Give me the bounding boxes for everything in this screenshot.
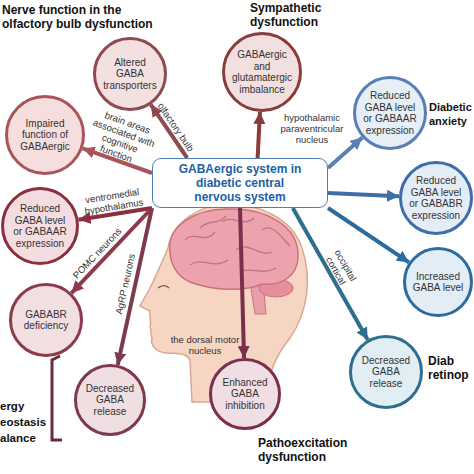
- topic-circle: Impaired function of GABAergic: [5, 95, 85, 175]
- box-title: GABAergic system in diabetic central ner…: [173, 162, 307, 204]
- circle-text: GABAergic and glutamatergic imbalance: [230, 49, 294, 95]
- connector-arrow: [293, 208, 368, 340]
- topic-circle: Decreased GABA release: [74, 364, 146, 436]
- topic-circle: Decreased GABA releaseDiab retinop: [349, 335, 423, 409]
- group-heading: Sympathetic dysfunction: [250, 1, 345, 29]
- node-body: GABABR deficiency: [9, 283, 83, 357]
- node-body: GABAergic and glutamatergic imbalance: [222, 32, 302, 112]
- topic-circle: Enhanced GABA inhibitionPathoexcitation …: [209, 358, 281, 430]
- circle-text: Decreased GABA release: [81, 383, 139, 418]
- circle-shape: [95, 39, 166, 110]
- circle-text: Reduced GABA level or GABABR expression: [407, 175, 466, 221]
- circle-text: Decreased GABA release: [357, 355, 416, 390]
- connector-arrow: [328, 193, 399, 196]
- gyrus: [200, 216, 226, 228]
- circle-shape: [224, 34, 301, 111]
- circle-shape: [401, 163, 472, 234]
- connector-arrow: [258, 112, 260, 158]
- eye: [158, 286, 169, 288]
- node-body: Decreased GABA release: [74, 364, 146, 436]
- gyrus: [185, 232, 215, 240]
- topic-circle: Reduced GABA level or GABABR expression: [399, 161, 473, 235]
- gyrus: [190, 260, 228, 265]
- circle-text: Altered GABA transporters: [101, 57, 160, 92]
- circle-shape: [405, 249, 472, 316]
- node-body: Enhanced GABA inhibition: [209, 358, 281, 430]
- connector-arrow: [328, 138, 362, 168]
- circle-text: Increased GABA level: [410, 271, 466, 294]
- circle-text: Reduced GABA level or GABAAR expression: [361, 90, 420, 136]
- group-heading: Nerve function in the olfactory bulb dys…: [2, 3, 162, 31]
- circle-shape: [11, 285, 82, 356]
- group-heading: Pathoexcitation dysfunction: [258, 436, 368, 464]
- circle-text: Enhanced GABA inhibition: [216, 377, 274, 412]
- connector-arrow: [240, 208, 244, 358]
- edge-label: brain areas associated with cognitive fu…: [81, 105, 164, 171]
- node-body: Impaired function of GABAergic: [5, 95, 85, 175]
- gyrus: [240, 268, 276, 272]
- edge-label: olfactory bulb: [155, 100, 196, 153]
- circle-shape: [3, 189, 78, 264]
- circle-shape: [355, 78, 426, 149]
- topic-circle: Reduced GABA level or GABAAR expression: [1, 187, 79, 265]
- gyrus: [262, 228, 290, 246]
- topic-circle: Reduced GABA level or GABAAR expressionD…: [353, 76, 427, 150]
- group-bracket: [52, 356, 62, 440]
- circle-text: GABABR deficiency: [17, 309, 76, 332]
- group-heading: Diab retinop: [428, 354, 474, 382]
- topic-circle: Increased GABA level: [403, 247, 473, 317]
- node-body: Decreased GABA release: [349, 335, 423, 409]
- node-body: Reduced GABA level or GABABR expression: [399, 161, 473, 235]
- central-box: GABAergic system in diabetic central ner…: [152, 158, 328, 208]
- topic-circle: GABAergic and glutamatergic imbalanceSym…: [222, 32, 302, 112]
- node-body: Reduced GABA level or GABAAR expression: [353, 76, 427, 150]
- connector-arrow: [71, 208, 152, 293]
- edge-label: ventromedial hypothalamus: [77, 185, 150, 218]
- circle-text: Impaired function of GABAergic: [13, 118, 77, 153]
- group-label: ergy eostasis alance: [0, 398, 48, 446]
- edge-label: the dorsal motor nucleus: [170, 334, 240, 356]
- node-body: Increased GABA level: [403, 247, 473, 317]
- edge-label: hypothalamic paraventricular nucleus: [265, 112, 360, 145]
- circle-shape: [351, 337, 422, 408]
- circle-text: Reduced GABA level or GABAAR expression: [9, 203, 71, 249]
- node-body: GABAergic system in diabetic central ner…: [153, 159, 327, 207]
- topic-circle: GABABR deficiency: [9, 283, 83, 357]
- brain-shape: [170, 209, 298, 289]
- node-body: Reduced GABA level or GABAAR expression: [1, 187, 79, 265]
- topic-circle: Altered GABA transportersNerve function …: [93, 37, 167, 111]
- edge-label: POMC neurons: [71, 225, 124, 280]
- circle-shape: [211, 360, 280, 429]
- gyrus: [222, 218, 254, 222]
- edge-label: AgRP neurons: [113, 253, 137, 316]
- circle-shape: [76, 366, 145, 435]
- group-heading: Diabetic anxiety: [429, 100, 474, 128]
- circle-shape: [7, 97, 84, 174]
- brain-gyri: [185, 216, 290, 272]
- node-body: Altered GABA transporters: [93, 37, 167, 111]
- edge-label: occipital cortical: [316, 236, 365, 299]
